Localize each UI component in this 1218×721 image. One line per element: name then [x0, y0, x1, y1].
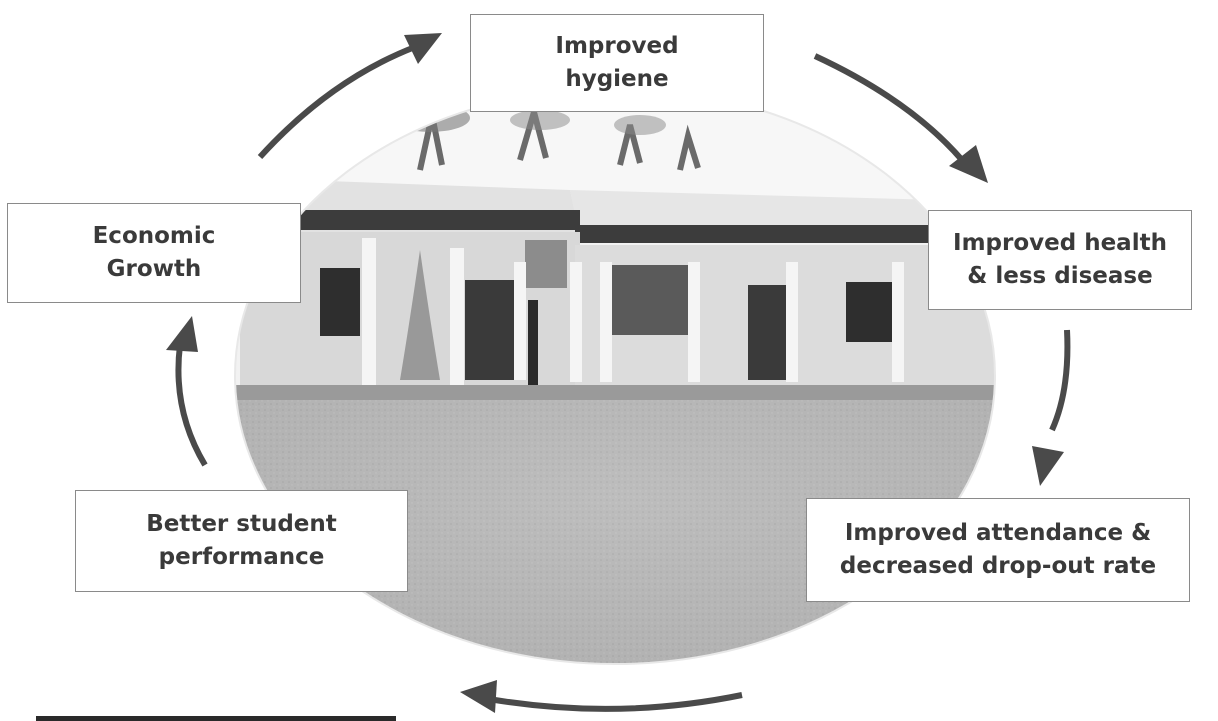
stage-label-improved-hygiene: Improved hygiene: [555, 33, 679, 92]
arrow-economic-to-hygiene: [257, 44, 417, 160]
stage-box-economic-growth: Economic Growth: [7, 203, 301, 303]
bottom-edge-bar: [36, 716, 396, 721]
arrow-attendance-to-student: [494, 692, 743, 712]
arrow-student-to-economic: [175, 344, 208, 467]
arrow-hygiene-to-health: [813, 53, 965, 162]
stage-label-better-student-performance: Better student performance: [146, 511, 337, 570]
stage-label-improved-attendance: Improved attendance & decreased drop-out…: [839, 520, 1157, 579]
cycle-arrows: [166, 33, 1071, 713]
arrow-health-to-attendance: [1049, 329, 1071, 432]
stage-box-improved-health: Improved health & less disease: [928, 210, 1192, 310]
stage-box-improved-attendance: Improved attendance & decreased drop-out…: [806, 498, 1190, 602]
stage-box-improved-hygiene: Improved hygiene: [470, 14, 764, 112]
stage-label-economic-growth: Economic Growth: [92, 223, 216, 282]
stage-box-better-student-performance: Better student performance: [75, 490, 408, 592]
stage-label-improved-health: Improved health & less disease: [953, 230, 1167, 289]
